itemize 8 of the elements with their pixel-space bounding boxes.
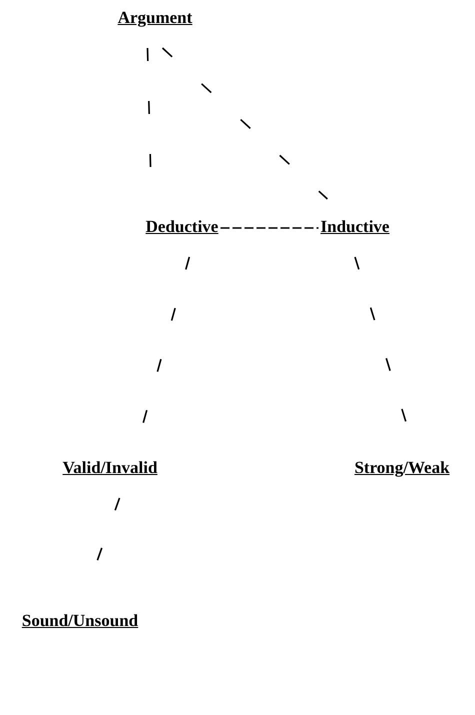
node-label: Sound/Unsound <box>22 611 138 632</box>
connector-line <box>220 227 318 229</box>
node-label: Strong/Weak <box>354 458 450 478</box>
node-label: Argument <box>118 8 192 28</box>
node-label: Deductive <box>146 217 218 238</box>
node-label: Inductive <box>320 217 390 238</box>
node-label: Valid/Invalid <box>62 458 158 478</box>
connector-line <box>162 47 328 200</box>
